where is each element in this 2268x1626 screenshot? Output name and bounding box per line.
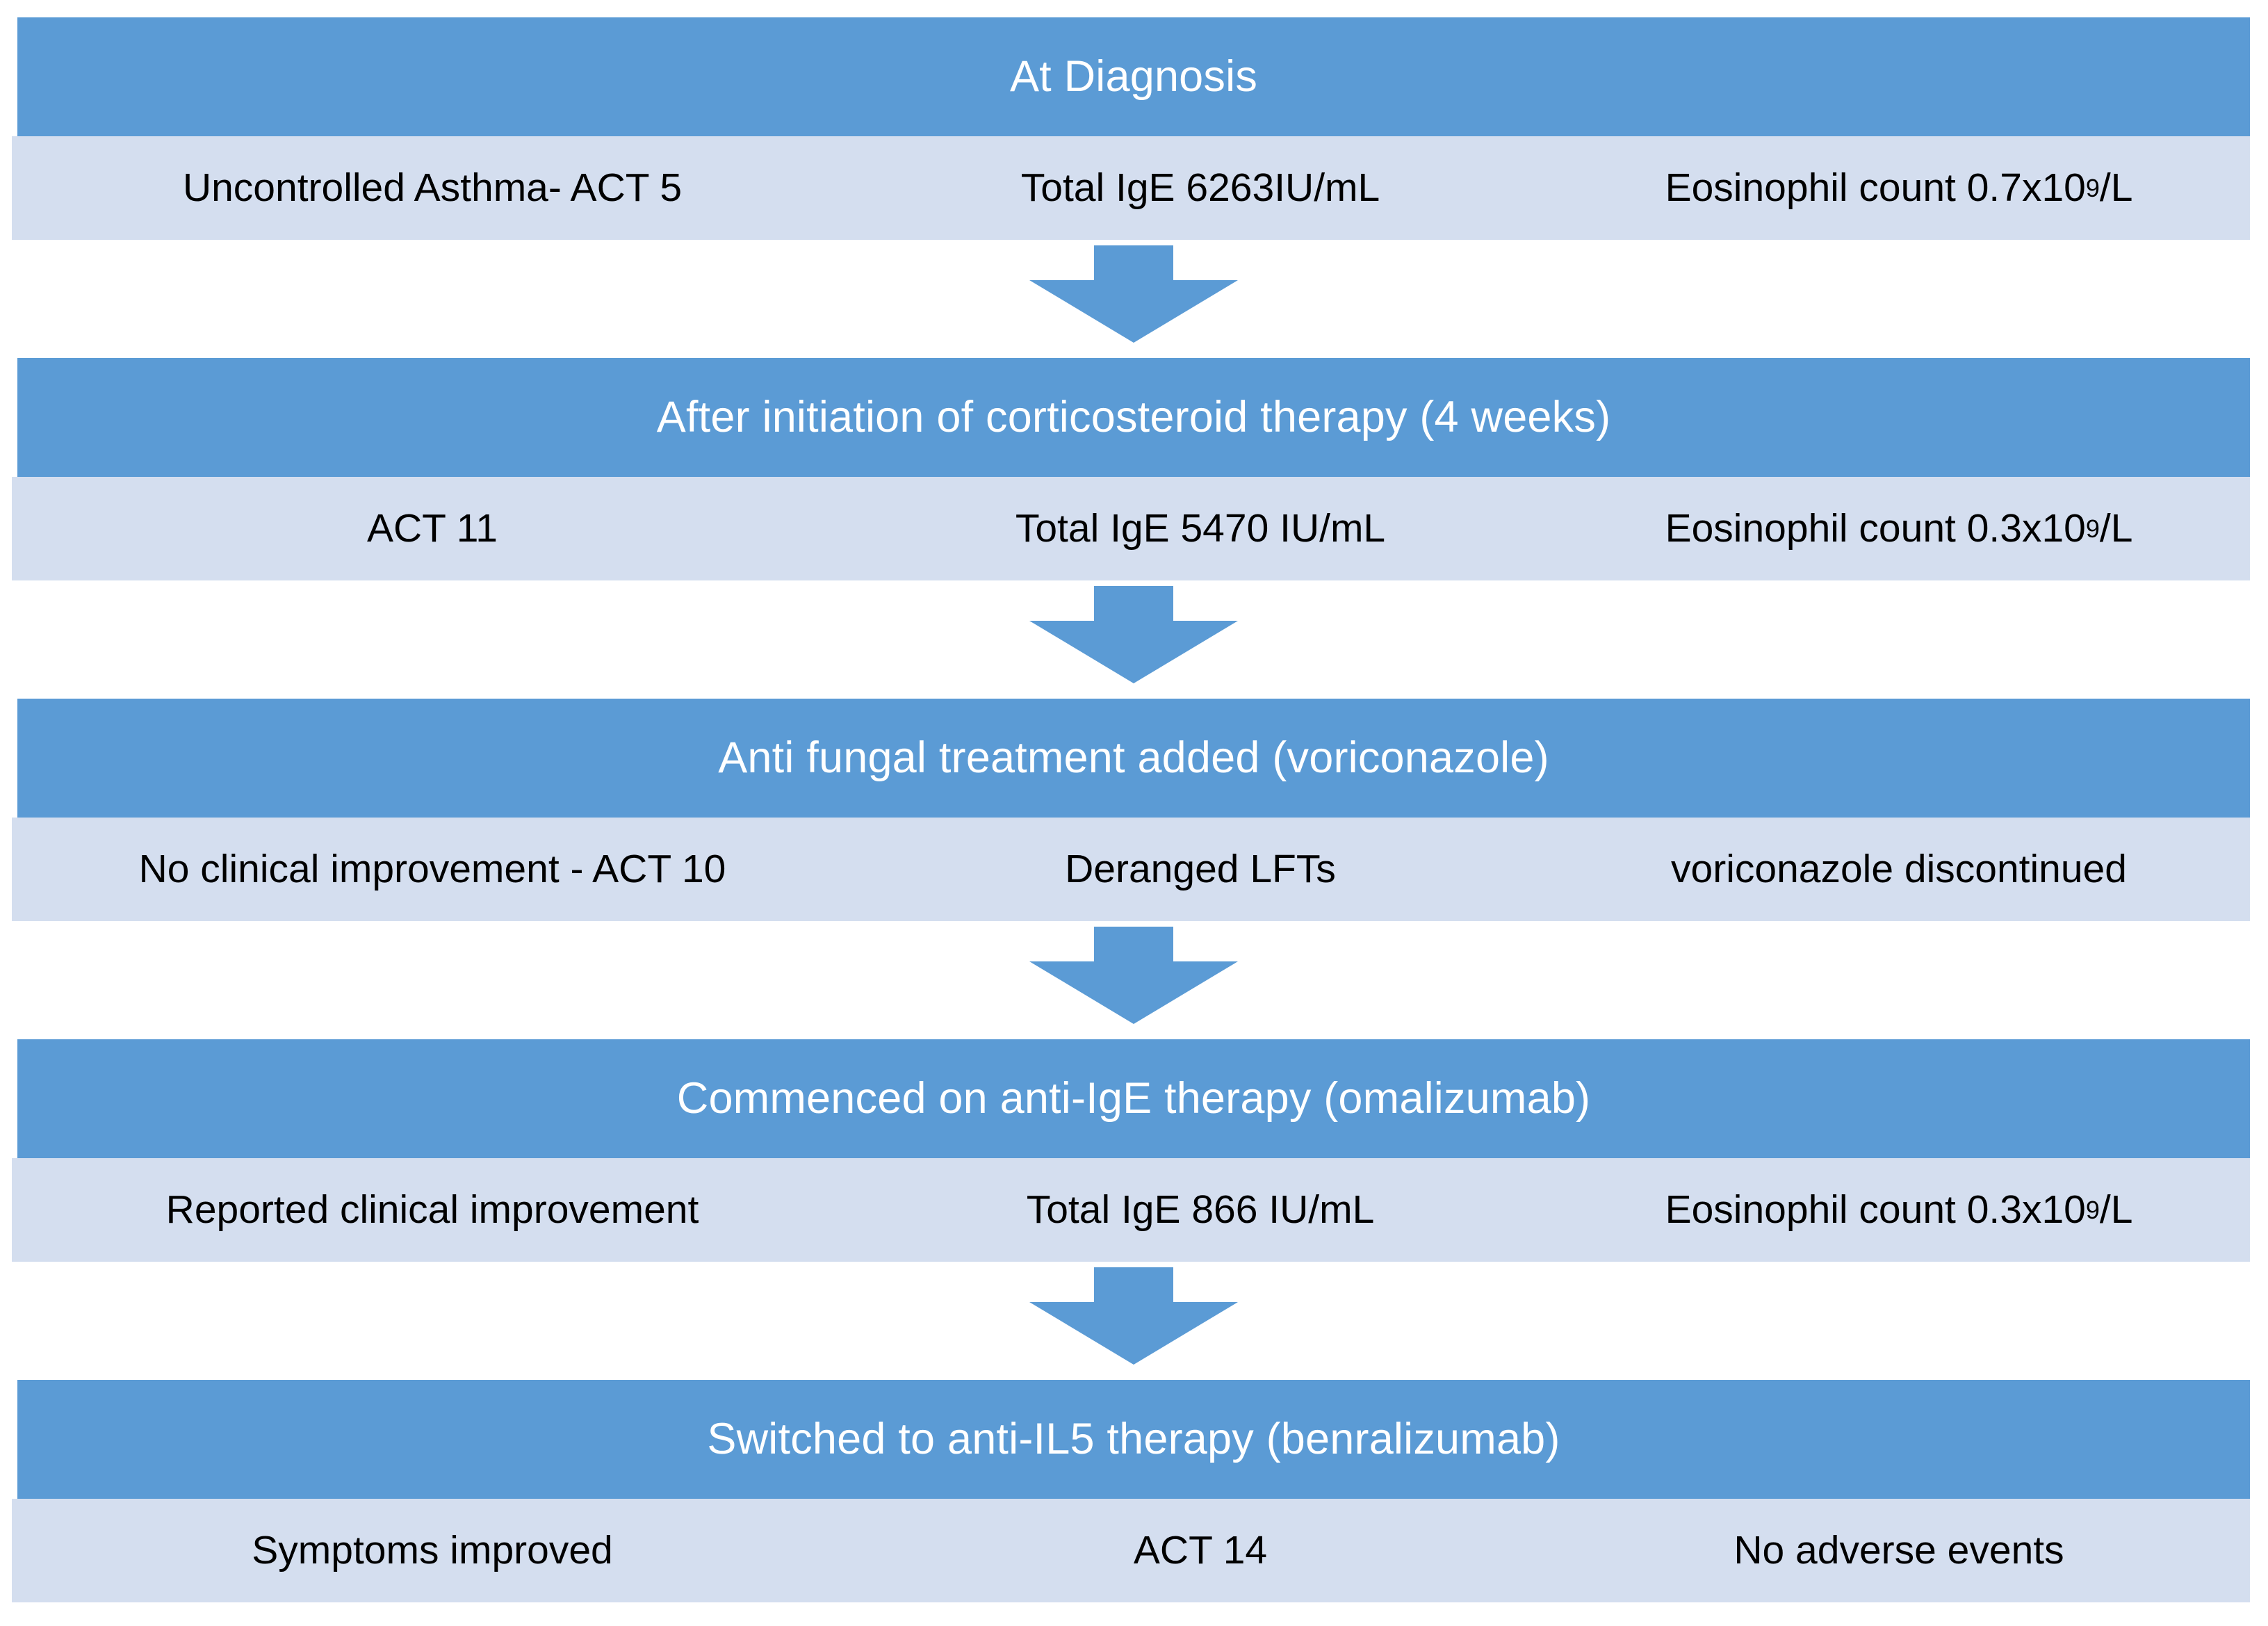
stage-5-cell-1-text: Symptoms improved [252,1528,613,1572]
stage-2-header: After initiation of corticosteroid thera… [17,358,2250,477]
stage-1-cell-3-prefix: Eosinophil count 0.7x10 [1665,165,2086,210]
stage-1-cell-1: Uncontrolled Asthma- ACT 5 [12,136,853,240]
stage-1-cell-2: Total IgE 6263IU/mL [853,136,1548,240]
stage-4-header: Commenced on anti-IgE therapy (omalizuma… [17,1039,2250,1158]
stage-5-cell-3: No adverse events [1548,1499,2250,1602]
stage-4-cell-3-prefix: Eosinophil count 0.3x10 [1665,1187,2086,1232]
stage-3-cell-1: No clinical improvement - ACT 10 [12,818,853,921]
stage-1-cell-2-text: Total IgE 6263IU/mL [1020,165,1380,210]
stage-3-header-label: Anti fungal treatment added (voriconazol… [718,733,1549,782]
stage-2-band: ACT 11 Total IgE 5470 IU/mL Eosinophil c… [12,477,2250,580]
stage-1-header-label: At Diagnosis [1009,52,1258,101]
stage-3-cell-1-text: No clinical improvement - ACT 10 [138,847,726,891]
stage-3-cell-3-text: voriconazole discontinued [1671,847,2127,891]
stage-1-cell-3-suffix: /L [2099,165,2133,210]
stage-1-band: Uncontrolled Asthma- ACT 5 Total IgE 626… [12,136,2250,240]
stage-2-cell-3-suffix: /L [2099,506,2133,551]
stage-4-band: Reported clinical improvement Total IgE … [12,1158,2250,1262]
stage-2-cell-3-prefix: Eosinophil count 0.3x10 [1665,506,2086,551]
stage-3-band: No clinical improvement - ACT 10 Derange… [12,818,2250,921]
stage-2-cell-2-text: Total IgE 5470 IU/mL [1015,506,1386,551]
stage-2-cell-1: ACT 11 [12,477,853,580]
stage-4-cell-2-text: Total IgE 866 IU/mL [1026,1187,1375,1232]
stage-4-cell-2: Total IgE 866 IU/mL [853,1158,1548,1262]
stage-5-header-label: Switched to anti-IL5 therapy (benralizum… [707,1415,1560,1463]
stage-3-cell-2: Deranged LFTs [853,818,1548,921]
stage-4-cell-1-text: Reported clinical improvement [165,1187,699,1232]
stage-1-cell-1-text: Uncontrolled Asthma- ACT 5 [182,165,683,210]
stage-5-cell-3-text: No adverse events [1733,1528,2064,1572]
stage-3-cell-2-text: Deranged LFTs [1065,847,1336,891]
stage-2-cell-1-text: ACT 11 [367,506,498,551]
stage-4-cell-1: Reported clinical improvement [12,1158,853,1262]
down-arrow-icon-2 [1029,586,1238,683]
down-arrow-icon-3 [1029,927,1238,1024]
stage-1-header: At Diagnosis [17,17,2250,136]
stage-5-cell-1: Symptoms improved [12,1499,853,1602]
stage-5-band: Symptoms improved ACT 14 No adverse even… [12,1499,2250,1602]
stage-5-cell-2-text: ACT 14 [1133,1528,1268,1572]
stage-4-cell-3-suffix: /L [2099,1187,2133,1232]
stage-2-cell-2: Total IgE 5470 IU/mL [853,477,1548,580]
stage-3-cell-3: voriconazole discontinued [1548,818,2250,921]
stage-2-header-label: After initiation of corticosteroid thera… [656,393,1611,441]
down-arrow-icon-1 [1029,245,1238,343]
stage-5-cell-2: ACT 14 [853,1499,1548,1602]
stage-4-header-label: Commenced on anti-IgE therapy (omalizuma… [676,1074,1591,1123]
stage-5-header: Switched to anti-IL5 therapy (benralizum… [17,1380,2250,1499]
stage-3-header: Anti fungal treatment added (voriconazol… [17,699,2250,818]
down-arrow-icon-4 [1029,1267,1238,1365]
